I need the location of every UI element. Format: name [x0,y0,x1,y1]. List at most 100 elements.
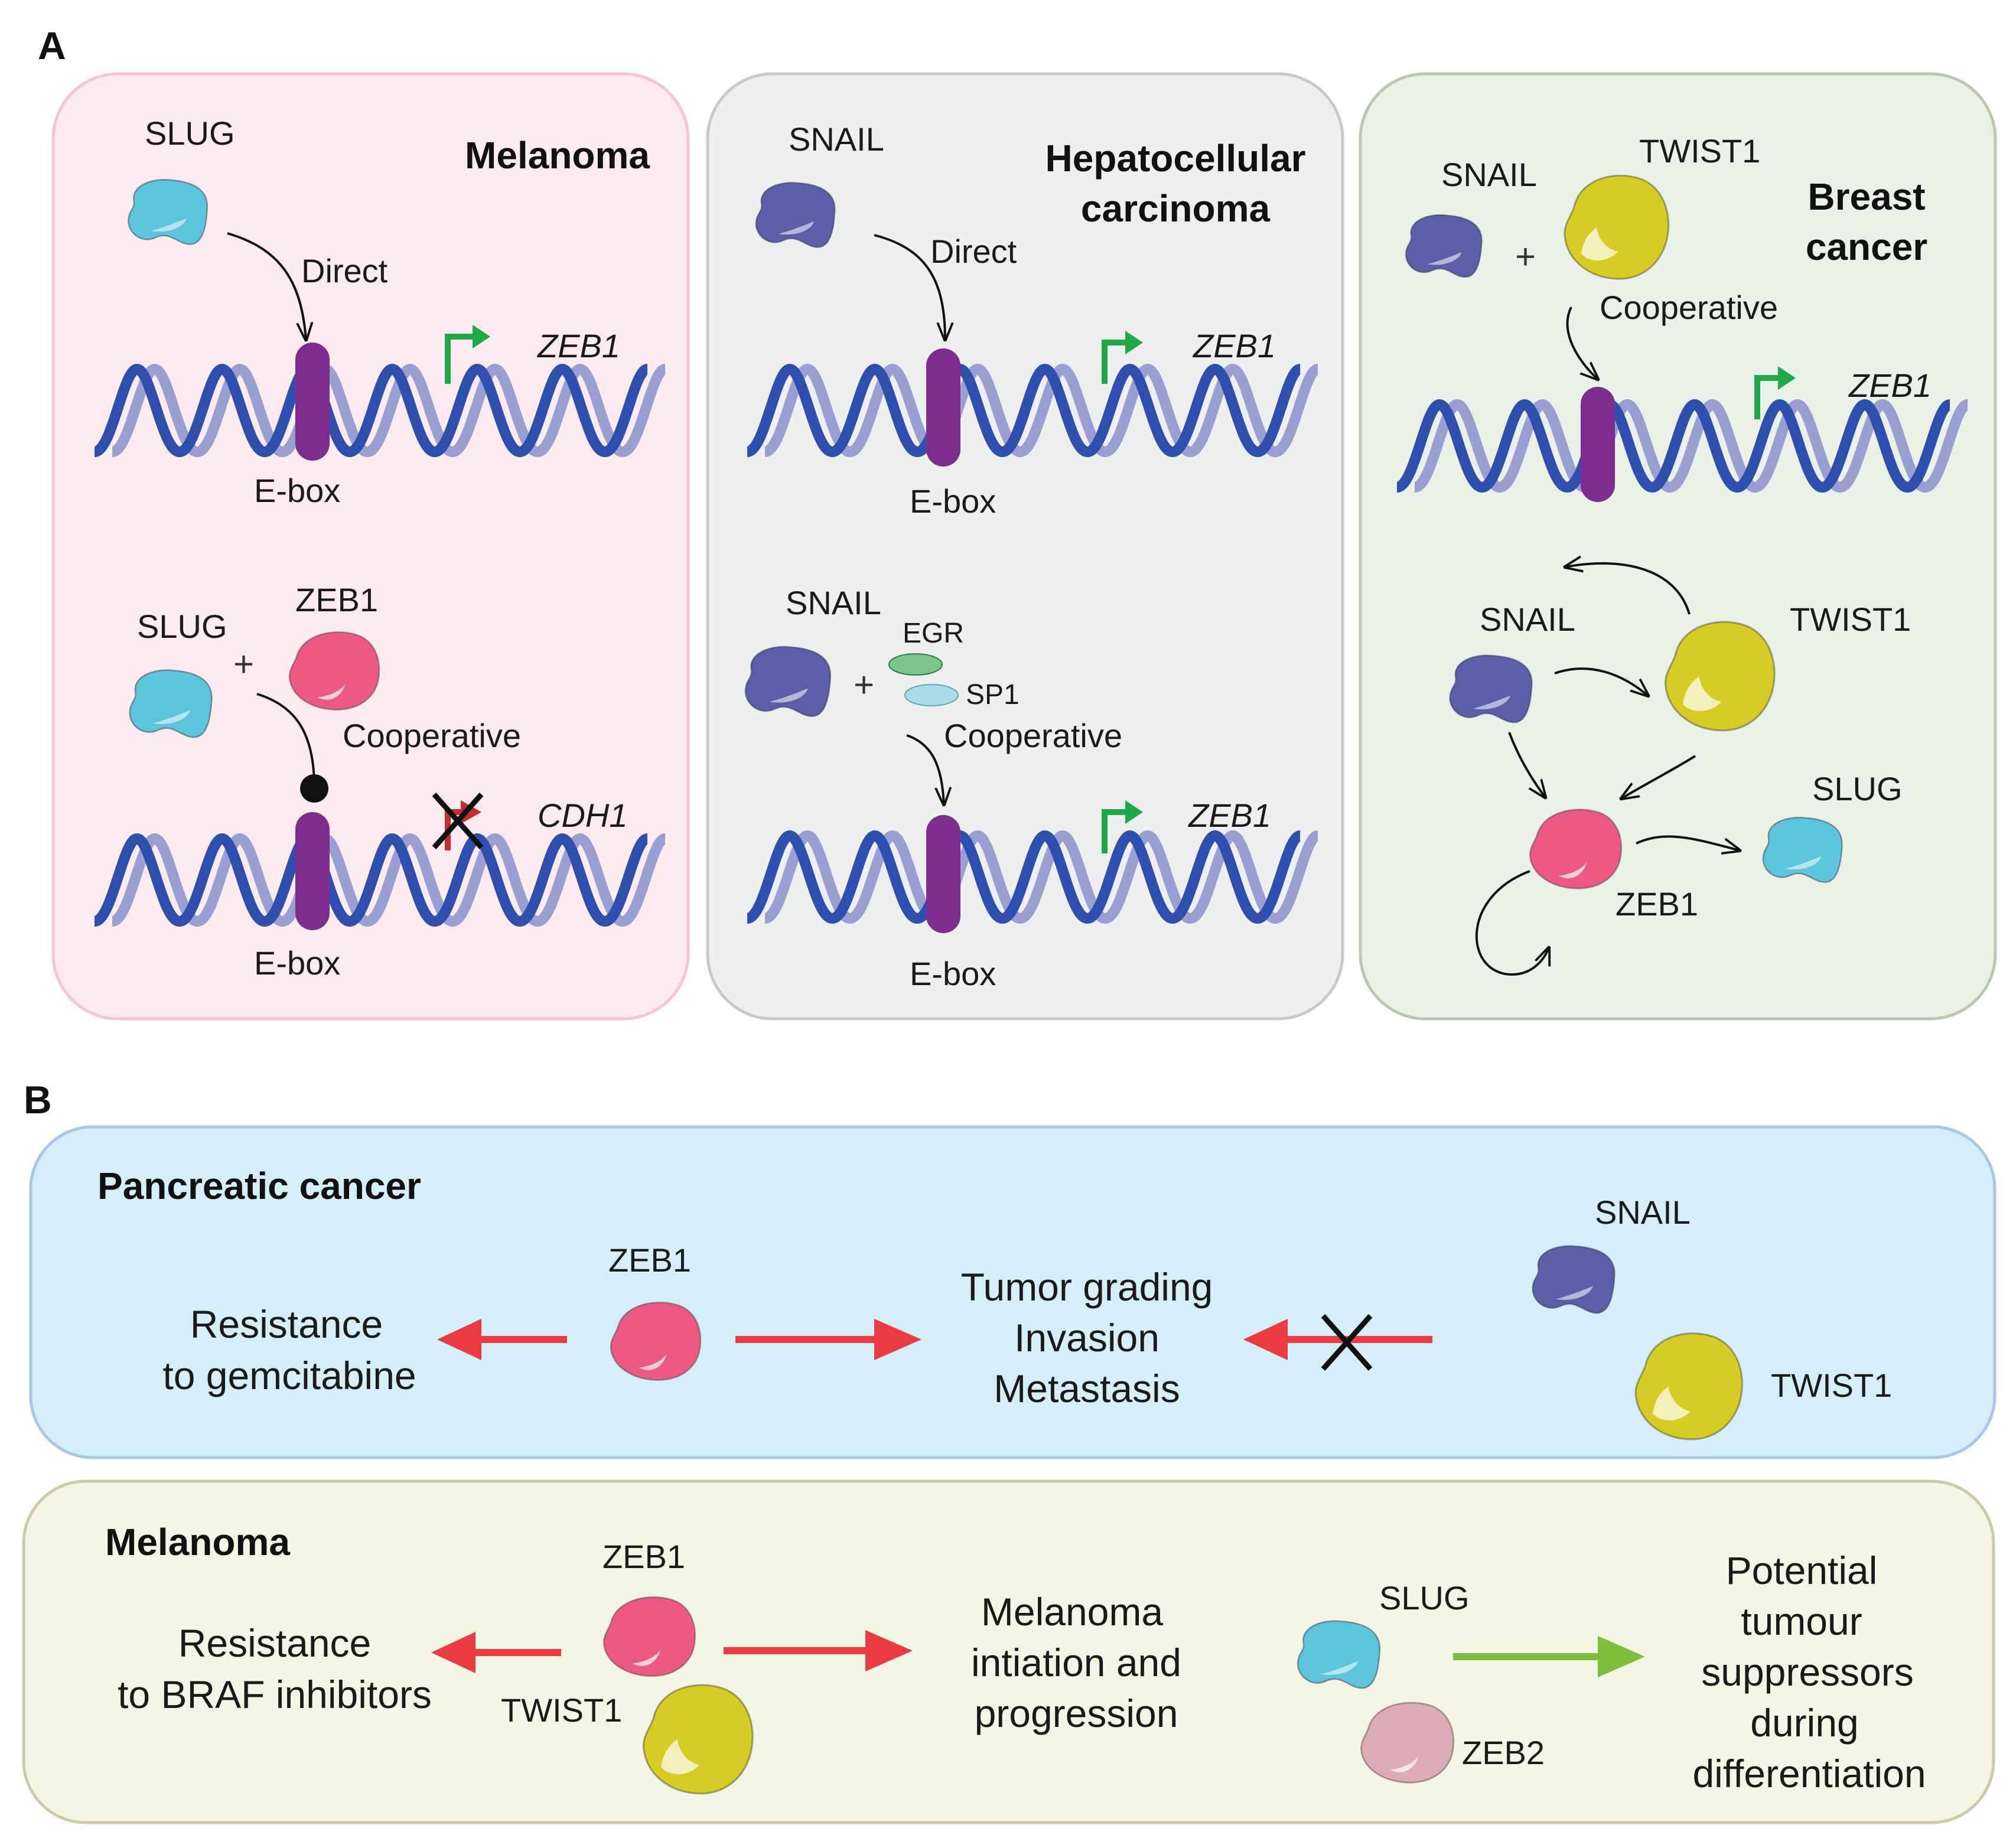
cooperative-label: Cooperative [944,717,1122,754]
plus-sign: + [233,644,254,684]
suppressor-line1: Potential [1726,1549,1878,1592]
direct-label: Direct [301,252,388,289]
snail-label: SNAIL [1595,1194,1691,1231]
egr-icon [888,653,943,676]
tss-arrow-icon [1102,809,1128,853]
slug-protein-icon [1297,1620,1381,1689]
outcome-line1: Melanoma [981,1590,1163,1634]
cooperative-arrow [1566,307,1598,379]
snail-label: SNAIL [786,584,881,621]
resistance-line2: to BRAF inhibitors [118,1673,432,1716]
snail-protein-icon [1449,654,1533,723]
snail-label: SNAIL [789,120,884,158]
slug-protein-icon [1762,816,1843,884]
egr-label: EGR [903,618,964,649]
resistance-line1: Resistance [178,1621,372,1665]
tss-arrow-icon [1754,375,1781,419]
slug-protein-icon [128,178,209,245]
gene-label: ZEB1 [536,327,620,364]
hcc-panel-bg [706,72,1344,1021]
snail-protein-icon [744,646,832,718]
breast-panel: Breast cancer SNAIL + TWIST1 Cooperative… [1359,72,1997,1021]
outcome-line3: Metastasis [994,1367,1180,1410]
slug-label: SLUG [1812,770,1903,807]
plus-sign: + [854,665,874,705]
zeb2-label: ZEB2 [1462,1734,1545,1771]
blocked-cross-icon [1321,1314,1373,1371]
cooperative-label: Cooperative [1600,289,1778,326]
melanoma-b-title: Melanoma [105,1521,290,1563]
hcc-panel: Hepatocellular carcinoma SNAIL Direct E-… [706,72,1344,1021]
hcc-title-line2: carcinoma [1081,187,1271,230]
plus-sign: + [1515,237,1536,276]
melanoma-title: Melanoma [465,134,650,177]
pancreatic-panel-bg [29,1125,1997,1459]
hcc-title-line1: Hepatocellular [1045,137,1305,180]
melanoma-b-panel: Melanoma Resistance to BRAF inhibitors Z… [22,1479,1995,1824]
pancreatic-title: Pancreatic cancer [97,1165,421,1207]
ebox-icon [295,812,330,930]
zeb1-to-slug-arrow [1636,835,1740,850]
ebox-label: E-box [910,483,996,520]
twist-to-snail-arrow [1565,563,1691,615]
suppressor-line5: differentiation [1692,1752,1926,1795]
gene-label: ZEB1 [1187,797,1271,834]
direct-label: Direct [930,233,1017,270]
melanoma-panel-bg [51,72,690,1021]
sp1-label: SP1 [966,679,1020,710]
snail-to-twist-arrow [1554,667,1648,696]
tss-arrow-icon [445,334,475,384]
outcome-line3: progression [975,1691,1178,1735]
snail-to-zeb1-arrow [1508,732,1545,797]
direct-arrow [874,234,945,340]
gene-label: ZEB1 [1848,367,1932,404]
direct-arrow [227,232,306,340]
gene-label: CDH1 [538,797,627,834]
ebox-icon [295,343,330,461]
breast-title-line1: Breast [1807,175,1925,218]
twist-to-zeb1-arrow [1621,755,1696,798]
zeb1-label: ZEB1 [1616,885,1698,923]
ebox-icon [926,348,960,467]
ebox-label: E-box [254,472,340,509]
ebox-label: E-box [910,955,996,992]
blocked-cross-icon [432,793,484,849]
panel-a-letter: A [38,24,66,67]
zeb1-label: ZEB1 [602,1538,685,1575]
slug-label: SLUG [1379,1579,1470,1616]
twist1-label: TWIST1 [501,1691,622,1729]
panel-b-letter: B [24,1078,52,1122]
tss-arrow-icon [1102,340,1128,384]
twist1-label: TWIST1 [1771,1367,1892,1404]
snail-label: SNAIL [1480,601,1575,638]
outcome-line2: intiation and [971,1641,1181,1684]
zeb1-self-loop-arrow [1475,870,1549,976]
slug-protein-icon [129,669,213,738]
ebox-label: E-box [254,944,340,982]
resistance-line1: Resistance [190,1302,383,1346]
melanoma-panel: Melanoma SLUG Direct E-box ZEB1 SLUG ZEB… [51,72,690,1021]
pancreatic-panel: Pancreatic cancer Resistance to gemcitab… [29,1125,1997,1459]
snail-protein-icon [1405,214,1483,278]
twist1-label: TWIST1 [1790,601,1911,638]
sp1-icon [904,684,959,706]
ebox-icon [926,815,960,933]
breast-title-line2: cancer [1806,226,1927,268]
gene-label: ZEB1 [1192,327,1276,364]
ebox-icon [1581,387,1615,502]
breast-panel-bg [1359,72,1997,1021]
slug-label: SLUG [145,115,235,152]
cooperative-label: Cooperative [343,717,521,754]
outcome-line1: Tumor grading [961,1265,1213,1309]
outcome-line2: Invasion [1014,1316,1160,1360]
repression-line [256,693,315,783]
zeb1-label: ZEB1 [295,581,378,618]
cooperative-arrow [906,734,944,804]
repression-end-icon [300,774,328,803]
snail-protein-icon [755,181,836,249]
melanoma-b-panel-bg [22,1479,1995,1824]
snail-protein-icon [1532,1245,1616,1314]
slug-label: SLUG [137,608,227,645]
twist1-label: TWIST1 [1639,132,1760,170]
